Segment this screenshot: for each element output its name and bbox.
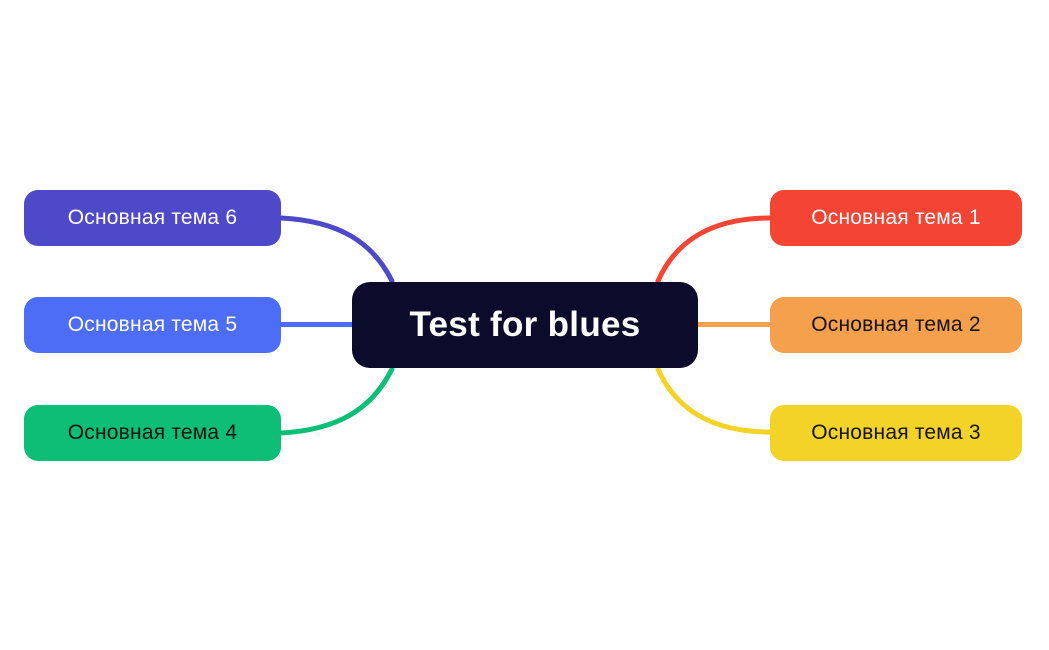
topic-label-4: Основная тема 4 (67, 421, 238, 444)
central-topic-node[interactable]: Test for blues (352, 282, 698, 368)
central-topic-label: Test for blues (409, 305, 641, 344)
topic-label-6: Основная тема 6 (67, 206, 238, 229)
topic-node-4[interactable]: Основная тема 4 (24, 405, 281, 461)
topic-node-6[interactable]: Основная тема 6 (24, 190, 281, 246)
connector-topic-1 (655, 215, 773, 284)
topic-label-2: Основная тема 2 (811, 313, 981, 336)
topic-node-2[interactable]: Основная тема 2 (770, 297, 1022, 353)
connector-topic-3 (655, 366, 773, 435)
connector-topic-4 (278, 366, 395, 436)
topic-node-1[interactable]: Основная тема 1 (770, 190, 1022, 246)
connector-topic-6 (278, 215, 395, 284)
topic-label-5: Основная тема 5 (67, 313, 238, 336)
topic-node-3[interactable]: Основная тема 3 (770, 405, 1022, 461)
topic-label-3: Основная тема 3 (811, 421, 981, 444)
topic-label-1: Основная тема 1 (811, 206, 981, 229)
topic-node-5[interactable]: Основная тема 5 (24, 297, 281, 353)
